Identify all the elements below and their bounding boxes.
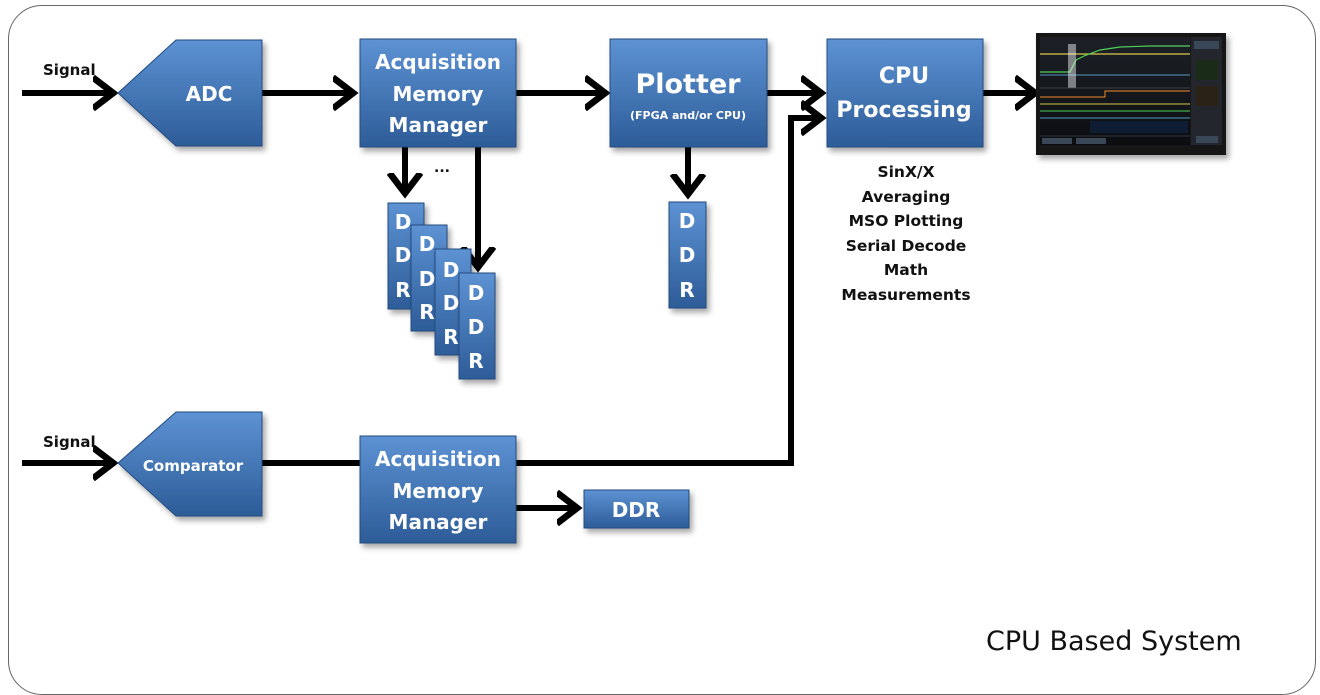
ddr-plotter-letter-3: R: [679, 278, 694, 302]
ddr-bottom-block: DDR: [583, 489, 690, 529]
acq-bottom-line-3: Manager: [389, 510, 488, 534]
cpu-block: CPU Processing: [826, 38, 984, 148]
cpu-line-2: Processing: [836, 98, 971, 123]
ddr-plotter-letter-2: D: [679, 243, 696, 267]
adc-block: ADC: [117, 39, 263, 147]
ddr-4-letter-3: R: [468, 349, 483, 373]
ddr-1-letter-2: D: [395, 243, 412, 267]
acq-manager-bottom: Acquisition Memory Manager: [359, 435, 517, 544]
ddr-plotter: D D R: [668, 201, 707, 309]
signal-label-top: Signal: [43, 61, 96, 79]
plotter-block: Plotter (FPGA and/or CPU): [609, 38, 768, 148]
ddr-2-letter-3: R: [419, 300, 434, 324]
acq-top-line-2: Memory: [393, 82, 484, 106]
feature-math: Math: [883, 261, 929, 280]
feature-sinx: SinX/X: [877, 163, 935, 181]
comparator-label: Comparator: [143, 457, 244, 475]
comparator-block: Comparator: [117, 411, 263, 517]
ddr-4-letter-1: D: [468, 281, 485, 305]
arrow-acq2-to-cpu: [516, 118, 820, 466]
adc-label: ADC: [186, 82, 233, 106]
ddr-2-letter-2: D: [419, 267, 436, 291]
ddr-3-letter-1: D: [443, 258, 460, 282]
signal-label-bottom: Signal: [43, 433, 96, 451]
connectors: [22, 93, 1034, 508]
ellipsis: ...: [434, 160, 450, 176]
system-title: CPU Based System: [986, 626, 1242, 657]
ddr-bottom-label: DDR: [612, 498, 661, 522]
ddr-1-letter-1: D: [395, 210, 412, 234]
feature-mso-plotting: MSO Plotting: [848, 212, 964, 231]
ddr-3-letter-2: D: [443, 291, 460, 315]
acq-top-line-3: Manager: [389, 113, 488, 137]
plotter-subtitle: (FPGA and/or CPU): [630, 109, 746, 122]
feature-measurements: Measurements: [841, 285, 971, 304]
ddr-4-letter-2: D: [468, 315, 485, 339]
acq-top-line-1: Acquisition: [375, 50, 501, 74]
ddr-2-letter-1: D: [419, 232, 436, 256]
plotter-title: Plotter: [635, 69, 741, 100]
feature-serial-decode: Serial Decode: [845, 236, 967, 255]
feature-averaging: Averaging: [861, 187, 951, 206]
ddr-plotter-letter-1: D: [679, 209, 696, 233]
ddr-stack: D D R D D R D D R D D R: [387, 202, 496, 380]
ddr-1-letter-3: R: [395, 278, 410, 302]
ddr-3-letter-3: R: [443, 325, 458, 349]
cpu-feature-list: SinX/X Averaging MSO Plotting Serial Dec…: [790, 160, 1022, 308]
acq-bottom-line-2: Memory: [393, 479, 484, 503]
acq-bottom-line-1: Acquisition: [375, 447, 501, 471]
oscilloscope-screen-image: [1036, 33, 1226, 155]
cpu-line-1: CPU: [879, 64, 929, 89]
acq-manager-top: Acquisition Memory Manager: [359, 38, 517, 148]
diagram-canvas: Signal Signal ADC Comparator Acquisition…: [22, 33, 1226, 544]
ddr-chip-4: D D R: [458, 272, 496, 380]
